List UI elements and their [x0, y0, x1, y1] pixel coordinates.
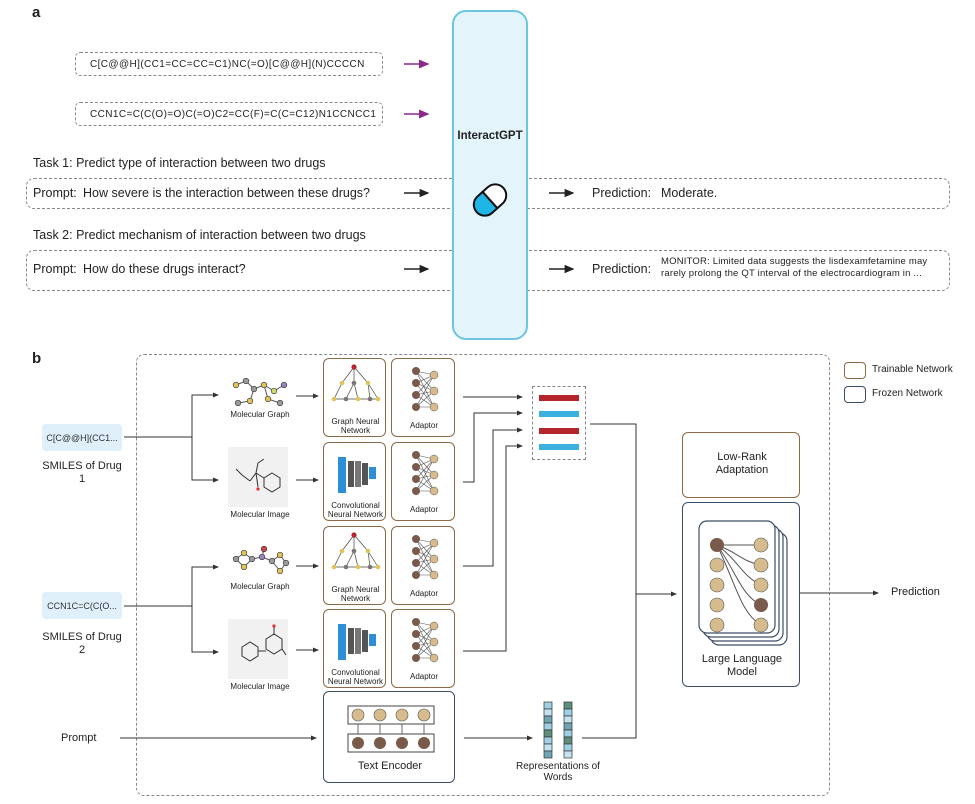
embedding-bar-2	[539, 411, 579, 417]
adaptor-label-2: Adaptor	[409, 505, 439, 514]
cnn-box-2: Convolutional Neural Network	[323, 609, 386, 688]
legend-frozen-swatch	[844, 386, 866, 403]
molecular-image-2	[228, 619, 288, 679]
molecular-graph-icon-1	[232, 377, 288, 407]
cnn-icon-1	[338, 457, 376, 493]
embedding-bar-4	[539, 444, 579, 450]
legend-frozen-label: Frozen Network	[872, 388, 943, 399]
word-representations-icon	[543, 701, 573, 759]
text-encoder-label: Text Encoder	[357, 760, 423, 772]
adaptor-box-3: Adaptor	[391, 526, 455, 605]
smiles-drug1-text: C[C@@H](CC1=CC=CC=C1)NC(=O)[C@@H](N)CCCC…	[90, 58, 365, 70]
adaptor-label-3: Adaptor	[409, 589, 439, 598]
task2-prediction-label: Prediction:	[592, 262, 652, 276]
gnn-icon-1	[331, 364, 381, 402]
lora-box: Low-Rank Adaptation	[682, 432, 800, 498]
cnn-icon-2	[338, 624, 376, 660]
interactgpt-title: InteractGPT	[457, 130, 523, 142]
embedding-bar-1	[539, 395, 579, 401]
pipeline-frame	[136, 354, 830, 796]
interactgpt-box: InteractGPT	[452, 10, 528, 340]
gnn-icon-2	[331, 532, 381, 570]
task1-prompt-label: Prompt:	[33, 186, 77, 200]
adaptor-box-2: Adaptor	[391, 442, 455, 521]
task1-prompt-text: How severe is the interaction between th…	[83, 186, 370, 200]
prediction-output-label: Prediction	[891, 586, 940, 598]
cnn-label-1: Convolutional Neural Network	[327, 501, 384, 519]
drug1-smiles-input: C[C@@H](CC1...	[42, 424, 122, 451]
adaptor-network-icon-3	[412, 535, 439, 580]
task1-prediction-label: Prediction:	[592, 186, 652, 200]
adaptor-network-icon-4	[412, 618, 439, 663]
word-representations-label: Representations of Words	[516, 761, 600, 783]
adaptor-box-1: Adaptor	[391, 358, 455, 437]
embedding-stack	[532, 386, 586, 460]
adaptor-label-4: Adaptor	[409, 672, 439, 681]
cnn-box-1: Convolutional Neural Network	[323, 442, 386, 521]
task2-prediction-text: MONITOR: Limited data suggests the lisde…	[661, 256, 927, 280]
llm-network-icon	[698, 520, 788, 646]
legend-trainable-swatch	[844, 362, 866, 379]
adaptor-network-icon-2	[412, 451, 439, 496]
gnn-label-2: Graph Neural Network	[331, 585, 380, 603]
drug1-label: SMILES of Drug 1	[42, 460, 122, 485]
text-encoder-icon	[347, 705, 435, 753]
cnn-label-2: Convolutional Neural Network	[327, 668, 384, 686]
molecule-drawing-1	[235, 458, 281, 493]
smiles-drug2-box: CCN1C=C(C(O)=O)C(=O)C2=CC(F)=C(C=C12)N1C…	[75, 102, 383, 126]
lora-label: Low-Rank Adaptation	[715, 451, 769, 476]
panel-a-label: a	[32, 4, 41, 21]
adaptor-box-4: Adaptor	[391, 609, 455, 688]
llm-box: Large Language Model	[682, 502, 800, 687]
smiles-drug2-text: CCN1C=C(C(O)=O)C(=O)C2=CC(F)=C(C=C12)N1C…	[90, 108, 377, 120]
task2-prediction-line1: MONITOR: Limited data suggests the lisde…	[661, 256, 928, 267]
molecular-image-label-2: Molecular Image	[230, 682, 290, 691]
molecular-graph-label-1: Molecular Graph	[230, 410, 290, 419]
adaptor-network-icon-1	[412, 367, 439, 412]
gnn-box-1: Graph Neural Network	[323, 358, 386, 437]
drug2-smiles-input: CCN1C=C(C(O...	[42, 592, 122, 619]
llm-label: Large Language Model	[701, 653, 783, 678]
task2-prompt-text: How do these drugs interact?	[83, 262, 246, 276]
smiles-drug1-box: C[C@@H](CC1=CC=CC=C1)NC(=O)[C@@H](N)CCCC…	[75, 52, 383, 76]
legend-trainable-label: Trainable Network	[872, 364, 953, 375]
molecular-image-1	[228, 447, 288, 507]
molecular-graph-icon-2	[232, 545, 290, 575]
drug2-label: SMILES of Drug 2	[42, 631, 122, 656]
task2-title: Task 2: Predict mechanism of interaction…	[33, 228, 366, 242]
task2-prediction-line2: rarely prolong the QT interval of the el…	[661, 268, 922, 279]
task1-prediction-text: Moderate.	[661, 186, 718, 200]
task2-prompt-label: Prompt:	[33, 262, 77, 276]
capsule-icon	[472, 183, 508, 217]
molecular-image-label-1: Molecular Image	[230, 510, 290, 519]
adaptor-label-1: Adaptor	[409, 421, 439, 430]
molecular-graph-label-2: Molecular Graph	[230, 582, 290, 591]
gnn-box-2: Graph Neural Network	[323, 526, 386, 605]
task1-title: Task 1: Predict type of interaction betw…	[33, 156, 326, 170]
panel-b-label: b	[32, 350, 42, 367]
gnn-label-1: Graph Neural Network	[331, 417, 380, 435]
embedding-bar-3	[539, 428, 579, 434]
text-encoder-box: Text Encoder	[323, 691, 455, 783]
molecule-drawing-2	[241, 624, 287, 662]
prompt-input-label: Prompt	[61, 732, 97, 744]
